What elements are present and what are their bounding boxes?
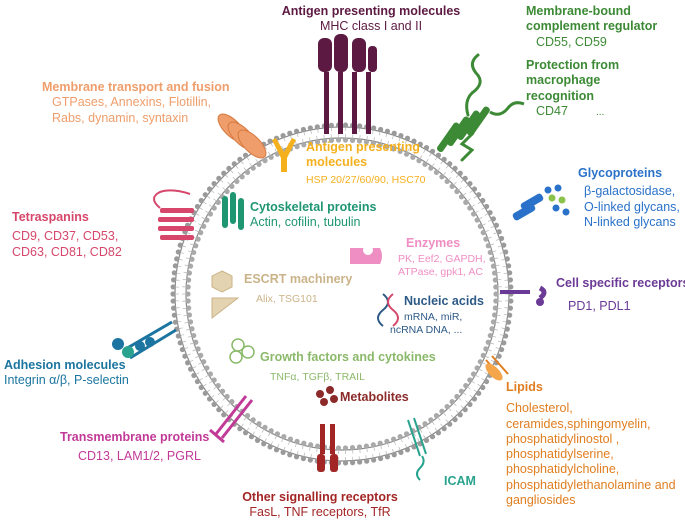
lipid-icon [485, 355, 509, 381]
icam-label: ICAM [444, 474, 476, 489]
lipids-detail-line5: phosphatidylcholine, [506, 462, 620, 477]
tetraspanin-icon [153, 189, 194, 240]
tetraspanin-detail-line1: CD9, CD37, CD53, [12, 229, 119, 244]
transport-label: Membrane transport and fusion GTPases, A… [42, 80, 230, 126]
mhc-molecule-icon [318, 34, 377, 134]
enzymes-detail-line1: PK, Eef2, GAPDH, [398, 253, 486, 266]
enzymes-label: Enzymes PK, Eef2, GAPDH, ATPase, gpk1, A… [398, 236, 486, 279]
metabolites-title: Metabolites [340, 390, 409, 404]
cytoskeleton-detail: Actin, cofilin, tubulin [250, 215, 361, 230]
receptor-icon [500, 285, 547, 306]
protection-label: Protection from macrophage recognition C… [526, 58, 619, 119]
mhc-label: Antigen presenting molecules MHC class I… [276, 4, 466, 35]
signalling-detail: FasL, TNF receptors, TfR [249, 505, 391, 520]
cytoskeleton-title: Cytoskeletal proteins [250, 200, 377, 214]
hsp-label: Antigen presenting molecules HSP 20/27/6… [306, 140, 425, 186]
nucleic-detail-line2: ncRNA DNA, ... [390, 324, 463, 337]
nucleic-detail-line1: mRNA, miR, [404, 311, 463, 324]
tetraspanin-label: Tetraspanins CD9, CD37, CD53, CD63, CD81… [12, 210, 122, 260]
cellspecific-label: Cell specific receptors PD1, PDL1 [556, 276, 685, 315]
hsp-chaperone-icon [272, 138, 296, 172]
adhesion-title: Adhesion molecules [4, 358, 126, 372]
cd47-icon [459, 53, 482, 162]
transport-detail-line2: Rabs, dynamin, syntaxin [52, 110, 189, 125]
signalling-receptor-icon [317, 424, 338, 472]
glycan-icon [512, 184, 570, 221]
membrane-transport-icon [217, 113, 267, 159]
enzyme-icon [350, 245, 382, 264]
mhc-detail: MHC class I and II [319, 19, 423, 34]
enzymes-title: Enzymes [406, 236, 461, 250]
transmembrane-label: Transmembrane proteins CD13, LAM1/2, PGR… [60, 430, 209, 465]
lipids-detail-line7: gangliosides [506, 492, 576, 507]
hsp-title-line2: molecules [306, 155, 368, 170]
escrt-title: ESCRT machinery [244, 272, 353, 286]
cd47-text: CD47 [536, 103, 568, 118]
cellspecific-detail: PD1, PDL1 [568, 299, 631, 314]
glyco-detail-line2: O-linked glycans, [584, 199, 680, 214]
adhesion-label: Adhesion molecules Integrin α/β, P-selec… [4, 358, 129, 389]
cytoskeleton-icon [222, 192, 244, 230]
glyco-detail-line3: N-linked glycans [584, 214, 676, 229]
lipids-detail-line2: ceramides,sphingomyelin, [506, 416, 651, 431]
signalling-label: Other signalling receptors FasL, TNF rec… [240, 490, 400, 521]
tetraspanin-detail-line2: CD63, CD81, CD82 [12, 244, 122, 259]
complement-title-line1: Membrane-bound [526, 4, 631, 18]
transport-title: Membrane transport and fusion [42, 80, 230, 94]
growth-detail: TNFα, TGFβ, TRAIL [270, 371, 365, 384]
growth-label: Growth factors and cytokines TNFα, TGFβ,… [260, 350, 436, 384]
protection-detail: CD47... [526, 104, 619, 119]
hsp-detail: HSP 20/27/60/90, HSC70 [306, 173, 426, 186]
tetraspanin-title: Tetraspanins [12, 210, 89, 224]
escrt-icon [211, 270, 240, 320]
complement-label: Membrane-bound complement regulator CD55… [526, 4, 657, 50]
glyco-detail-line1: β-galactosidase, [584, 184, 676, 199]
cytoskeleton-label: Cytoskeletal proteins Actin, cofilin, tu… [250, 200, 376, 231]
escrt-label: ESCRT machinery Alix, TSG101 [244, 272, 352, 306]
complement-detail: CD55, CD59 [536, 34, 607, 49]
signalling-title: Other signalling receptors [242, 490, 398, 504]
glyco-label: Glycoproteins β-galactosidase, O-linked … [578, 166, 680, 230]
metabolite-icon [316, 386, 338, 406]
growth-factor-icon [229, 338, 255, 364]
enzymes-detail-line2: ATPase, gpk1, AC [398, 266, 484, 279]
protection-title-line2: macrophage [526, 73, 601, 88]
cellspecific-title: Cell specific receptors [556, 276, 685, 290]
ellipsis-text: ... [595, 106, 605, 118]
nucleic-label: Nucleic acids mRNA, miR, ncRNA DNA, ... [390, 294, 484, 337]
nucleic-title: Nucleic acids [404, 294, 484, 308]
metabolites-label: Metabolites [340, 390, 409, 405]
lipids-detail-line4: phosphatidylserine, [506, 447, 614, 461]
adhesion-molecule-icon [112, 320, 177, 360]
lipids-label: Lipids Cholesterol, ceramides,sphingomye… [506, 380, 676, 508]
mhc-title: Antigen presenting molecules [281, 4, 461, 18]
escrt-detail: Alix, TSG101 [256, 293, 318, 306]
icam-icon [407, 417, 427, 481]
protection-title-line1: Protection from [526, 58, 620, 72]
lipids-detail-line3: phosphatidylinostol , [506, 431, 620, 446]
glyco-title: Glycoproteins [578, 166, 663, 180]
hsp-title-line1: Antigen presenting [306, 140, 420, 154]
adhesion-detail: Integrin α/β, P-selectin [4, 373, 129, 388]
growth-title: Growth factors and cytokines [260, 350, 436, 364]
lipids-detail-line1: Cholesterol, [506, 401, 573, 416]
nucleic-acid-icon [377, 293, 399, 327]
transmembrane-detail: CD13, LAM1/2, PGRL [78, 449, 201, 464]
transport-detail-line1: GTPases, Annexins, Flotillin, [52, 95, 212, 110]
transmembrane-protein-icon [209, 395, 254, 444]
protection-title-line3: recognition [526, 88, 595, 103]
complement-title-line2: complement regulator [526, 19, 658, 34]
lipids-title: Lipids [506, 380, 543, 394]
complement-regulator-icon [436, 101, 525, 153]
transmembrane-title: Transmembrane proteins [60, 430, 210, 444]
icam-title: ICAM [444, 474, 476, 488]
lipids-detail-line6: phosphatidylethanolamine and [506, 477, 676, 492]
